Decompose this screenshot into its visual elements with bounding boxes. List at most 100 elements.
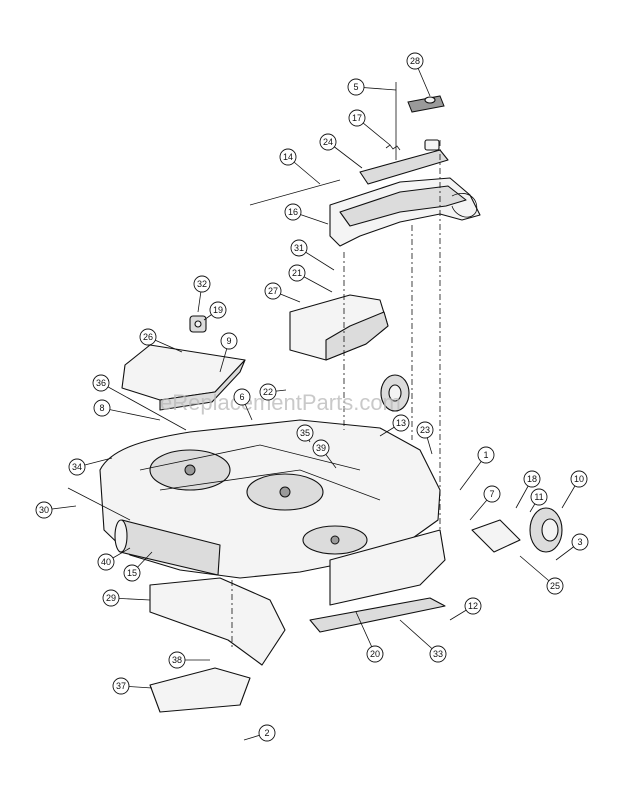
callout-16: 16 — [284, 203, 302, 221]
callout-27: 27 — [264, 282, 282, 300]
rod — [249, 179, 341, 206]
leader-line-33 — [399, 619, 439, 655]
callout-number: 38 — [172, 655, 182, 665]
callout-number: 40 — [101, 557, 111, 567]
callout-number: 12 — [468, 601, 478, 611]
callout-2: 2 — [258, 724, 276, 742]
callout-number: 3 — [577, 537, 582, 547]
rod — [67, 487, 131, 521]
callout-32: 32 — [193, 275, 211, 293]
spring — [385, 144, 401, 151]
callout-18: 18 — [523, 470, 541, 488]
callout-number: 14 — [283, 152, 293, 162]
callout-circle — [168, 651, 186, 669]
callout-12: 12 — [464, 597, 482, 615]
callout-circle — [112, 677, 130, 695]
callout-number: 19 — [213, 305, 223, 315]
callout-number: 10 — [574, 474, 584, 484]
callout-circle — [284, 203, 302, 221]
roller — [114, 519, 221, 576]
callout-circle — [571, 533, 589, 551]
callout-circle — [464, 597, 482, 615]
callout-number: 26 — [143, 332, 153, 342]
callout-circle — [220, 332, 238, 350]
callout-circle — [123, 564, 141, 582]
callout-number: 11 — [534, 492, 543, 502]
callout-circle — [139, 328, 157, 346]
callout-circle — [209, 301, 227, 319]
callout-6: 6 — [233, 388, 251, 406]
callout-number: 9 — [226, 336, 231, 346]
callout-number: 37 — [116, 681, 126, 691]
callout-circle — [193, 275, 211, 293]
callout-circle — [429, 645, 447, 663]
callout-number: 2 — [264, 728, 269, 738]
callout-28: 28 — [406, 52, 424, 70]
watermark: eReplacementParts.com — [160, 390, 401, 415]
callout-3: 3 — [571, 533, 589, 551]
callout-number: 35 — [300, 428, 310, 438]
gauge-wheel — [471, 507, 563, 553]
callout-number: 20 — [370, 649, 380, 659]
callout-circle — [312, 439, 330, 457]
callout-21: 21 — [288, 264, 306, 282]
callout-39: 39 — [312, 439, 330, 457]
callout-circle — [102, 589, 120, 607]
callout-circle — [416, 421, 434, 439]
callout-number: 5 — [353, 82, 358, 92]
callout-number: 16 — [288, 207, 298, 217]
callout-circle — [477, 446, 495, 464]
callout-circle — [523, 470, 541, 488]
callout-40: 40 — [97, 553, 115, 571]
callout-circle — [288, 264, 306, 282]
callout-10: 10 — [570, 470, 588, 488]
callout-15: 15 — [123, 564, 141, 582]
callout-number: 27 — [268, 286, 278, 296]
callout-number: 32 — [197, 279, 207, 289]
callout-circle — [546, 577, 564, 595]
callout-circle — [290, 239, 308, 257]
callout-number: 1 — [483, 450, 488, 460]
callout-circle — [259, 383, 277, 401]
callout-number: 34 — [72, 462, 82, 472]
callout-34: 34 — [68, 458, 86, 476]
callout-number: 17 — [352, 113, 362, 123]
callout-14: 14 — [279, 148, 297, 166]
callout-number: 31 — [294, 243, 304, 253]
callout-number: 23 — [420, 425, 430, 435]
callout-13: 13 — [392, 414, 410, 432]
leader-line-8 — [101, 407, 161, 421]
hinge-bracket — [359, 139, 449, 185]
deck-rear-skirt — [309, 529, 446, 633]
skid — [149, 577, 286, 666]
callout-1: 1 — [477, 446, 495, 464]
callout-8: 8 — [93, 399, 111, 417]
callout-circle — [348, 109, 366, 127]
callout-31: 31 — [290, 239, 308, 257]
callout-number: 8 — [99, 403, 104, 413]
callout-circle — [483, 485, 501, 503]
callout-number: 36 — [96, 378, 106, 388]
callout-circle — [347, 78, 365, 96]
callout-circle — [93, 399, 111, 417]
callout-5: 5 — [347, 78, 365, 96]
callout-number: 24 — [323, 137, 333, 147]
leader-line-36 — [100, 382, 187, 431]
callout-circle — [68, 458, 86, 476]
callout-35: 35 — [296, 424, 314, 442]
callout-circle — [570, 470, 588, 488]
callout-26: 26 — [139, 328, 157, 346]
callout-37: 37 — [112, 677, 130, 695]
callout-number: 22 — [263, 387, 273, 397]
callout-number: 18 — [527, 474, 537, 484]
callout-36: 36 — [92, 374, 110, 392]
callout-29: 29 — [102, 589, 120, 607]
callout-20: 20 — [366, 645, 384, 663]
callout-11: 11 — [530, 488, 548, 506]
callout-circle — [233, 388, 251, 406]
callout-30: 30 — [35, 501, 53, 519]
callout-circle — [97, 553, 115, 571]
